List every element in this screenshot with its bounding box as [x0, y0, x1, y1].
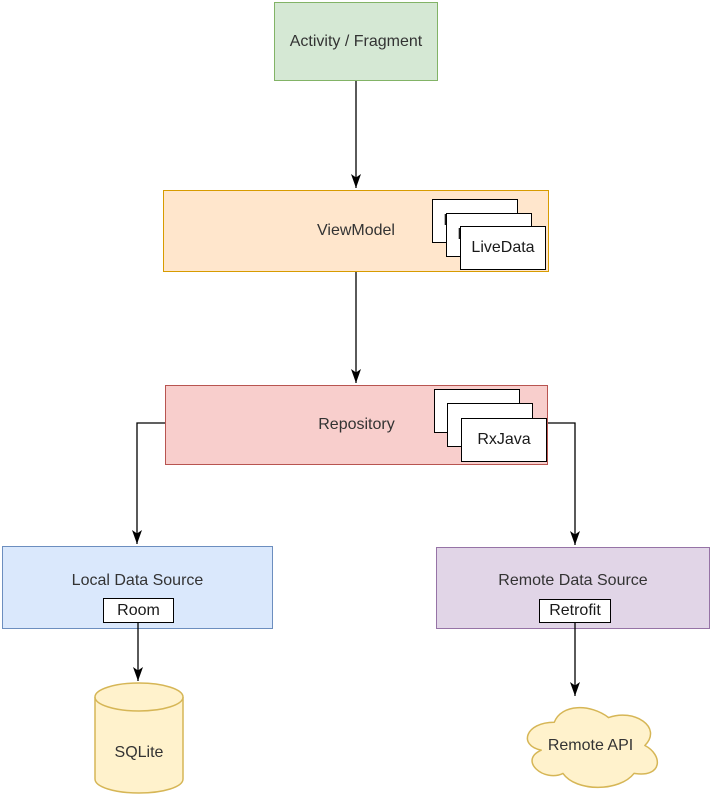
viewmodel-node: ViewModel LiveData LiveData LiveData	[163, 190, 549, 272]
room-badge-label: Room	[117, 601, 160, 619]
activity-fragment-node: Activity / Fragment	[274, 2, 438, 81]
sqlite-cylinder	[94, 682, 184, 794]
arrow-repository-to-remote	[548, 422, 580, 545]
viewmodel-label: ViewModel	[317, 222, 395, 240]
retrofit-badge: Retrofit	[539, 599, 611, 623]
repository-node: Repository RxJava RxJava RxJava	[165, 385, 548, 465]
arrow-repository-to-local	[132, 422, 165, 544]
livedata-badge: LiveData	[460, 226, 546, 270]
activity-fragment-label: Activity / Fragment	[289, 32, 423, 50]
local-data-source-node: Local Data Source Room	[2, 546, 273, 629]
livedata-badge-label: LiveData	[471, 239, 535, 256]
retrofit-badge-label: Retrofit	[549, 602, 601, 619]
rxjava-badge-label: RxJava	[477, 431, 531, 448]
remote-data-source-label: Remote Data Source	[498, 572, 648, 590]
sqlite-label: SQLite	[114, 744, 164, 761]
repository-label: Repository	[318, 416, 395, 434]
local-data-source-label: Local Data Source	[71, 571, 204, 589]
remote-api-label: Remote API	[547, 737, 634, 754]
rxjava-badge: RxJava	[461, 418, 547, 462]
room-badge: Room	[103, 598, 174, 623]
remote-data-source-node: Remote Data Source Retrofit	[436, 547, 710, 629]
